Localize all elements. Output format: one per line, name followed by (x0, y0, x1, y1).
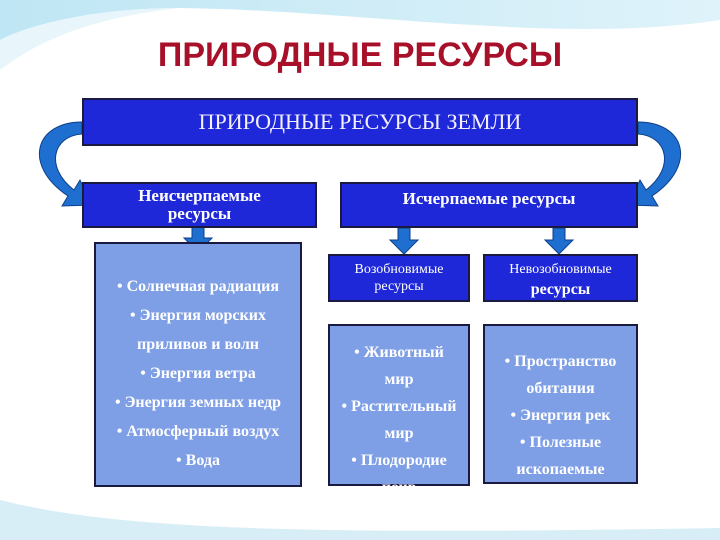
list-item: обитания (526, 380, 595, 397)
inexhaustible-box: Неисчерпаемые ресурсы (82, 182, 317, 228)
down-arrow-mid-icon (388, 227, 420, 255)
nonrenewable-list: • Пространство обитания • Энергия рек • … (483, 324, 638, 484)
list-item: • Плодородие (351, 452, 447, 469)
list-item: ископаемые (516, 461, 605, 478)
inexhaustible-list: • Солнечная радиация • Энергия морских п… (94, 242, 302, 487)
list-item: • Энергия ветра (140, 365, 256, 382)
renewable-label-line2: ресурсы (374, 279, 424, 294)
list-item: почв (381, 479, 417, 496)
exhaustible-box: Исчерпаемые ресурсы (340, 182, 638, 228)
curved-arrow-left-icon (39, 121, 93, 207)
nonrenewable-box: Невозобновимые ресурсы (483, 254, 638, 302)
nonrenewable-label-line1: Невозобновимые (509, 262, 612, 277)
list-item: мир (384, 425, 414, 442)
list-item: • Энергия рек (510, 407, 611, 424)
list-item: мир (384, 371, 414, 388)
renewable-label-line1: Возобновимые (354, 262, 444, 277)
list-item: • Солнечная радиация (116, 278, 280, 295)
main-resources-box: ПРИРОДНЫЕ РЕСУРСЫ ЗЕМЛИ (82, 98, 638, 146)
list-item: • Полезные (519, 434, 602, 451)
inexhaustible-label-line1: Неисчерпаемые (138, 186, 261, 205)
list-item: • Атмосферный воздух (116, 423, 280, 440)
renewable-box: Возобновимые ресурсы (328, 254, 470, 302)
list-item: • Энергия земных недр (114, 394, 282, 411)
nonrenewable-label-line2: ресурсы (530, 281, 591, 298)
list-item: • Вода (176, 452, 220, 469)
list-item: • Энергия морских (130, 307, 266, 324)
down-arrow-right-icon (543, 227, 575, 255)
curved-arrow-right-icon (627, 121, 681, 207)
list-item: приливов и волн (136, 336, 260, 353)
list-item: • Растительный (341, 398, 457, 415)
renewable-list: • Животный мир • Растительный мир • Плод… (328, 324, 470, 496)
page-title: ПРИРОДНЫЕ РЕСУРСЫ (157, 36, 563, 74)
list-item: • Пространство (504, 353, 617, 370)
inexhaustible-label-line2: ресурсы (167, 204, 232, 223)
list-item: • Животный (354, 344, 444, 361)
